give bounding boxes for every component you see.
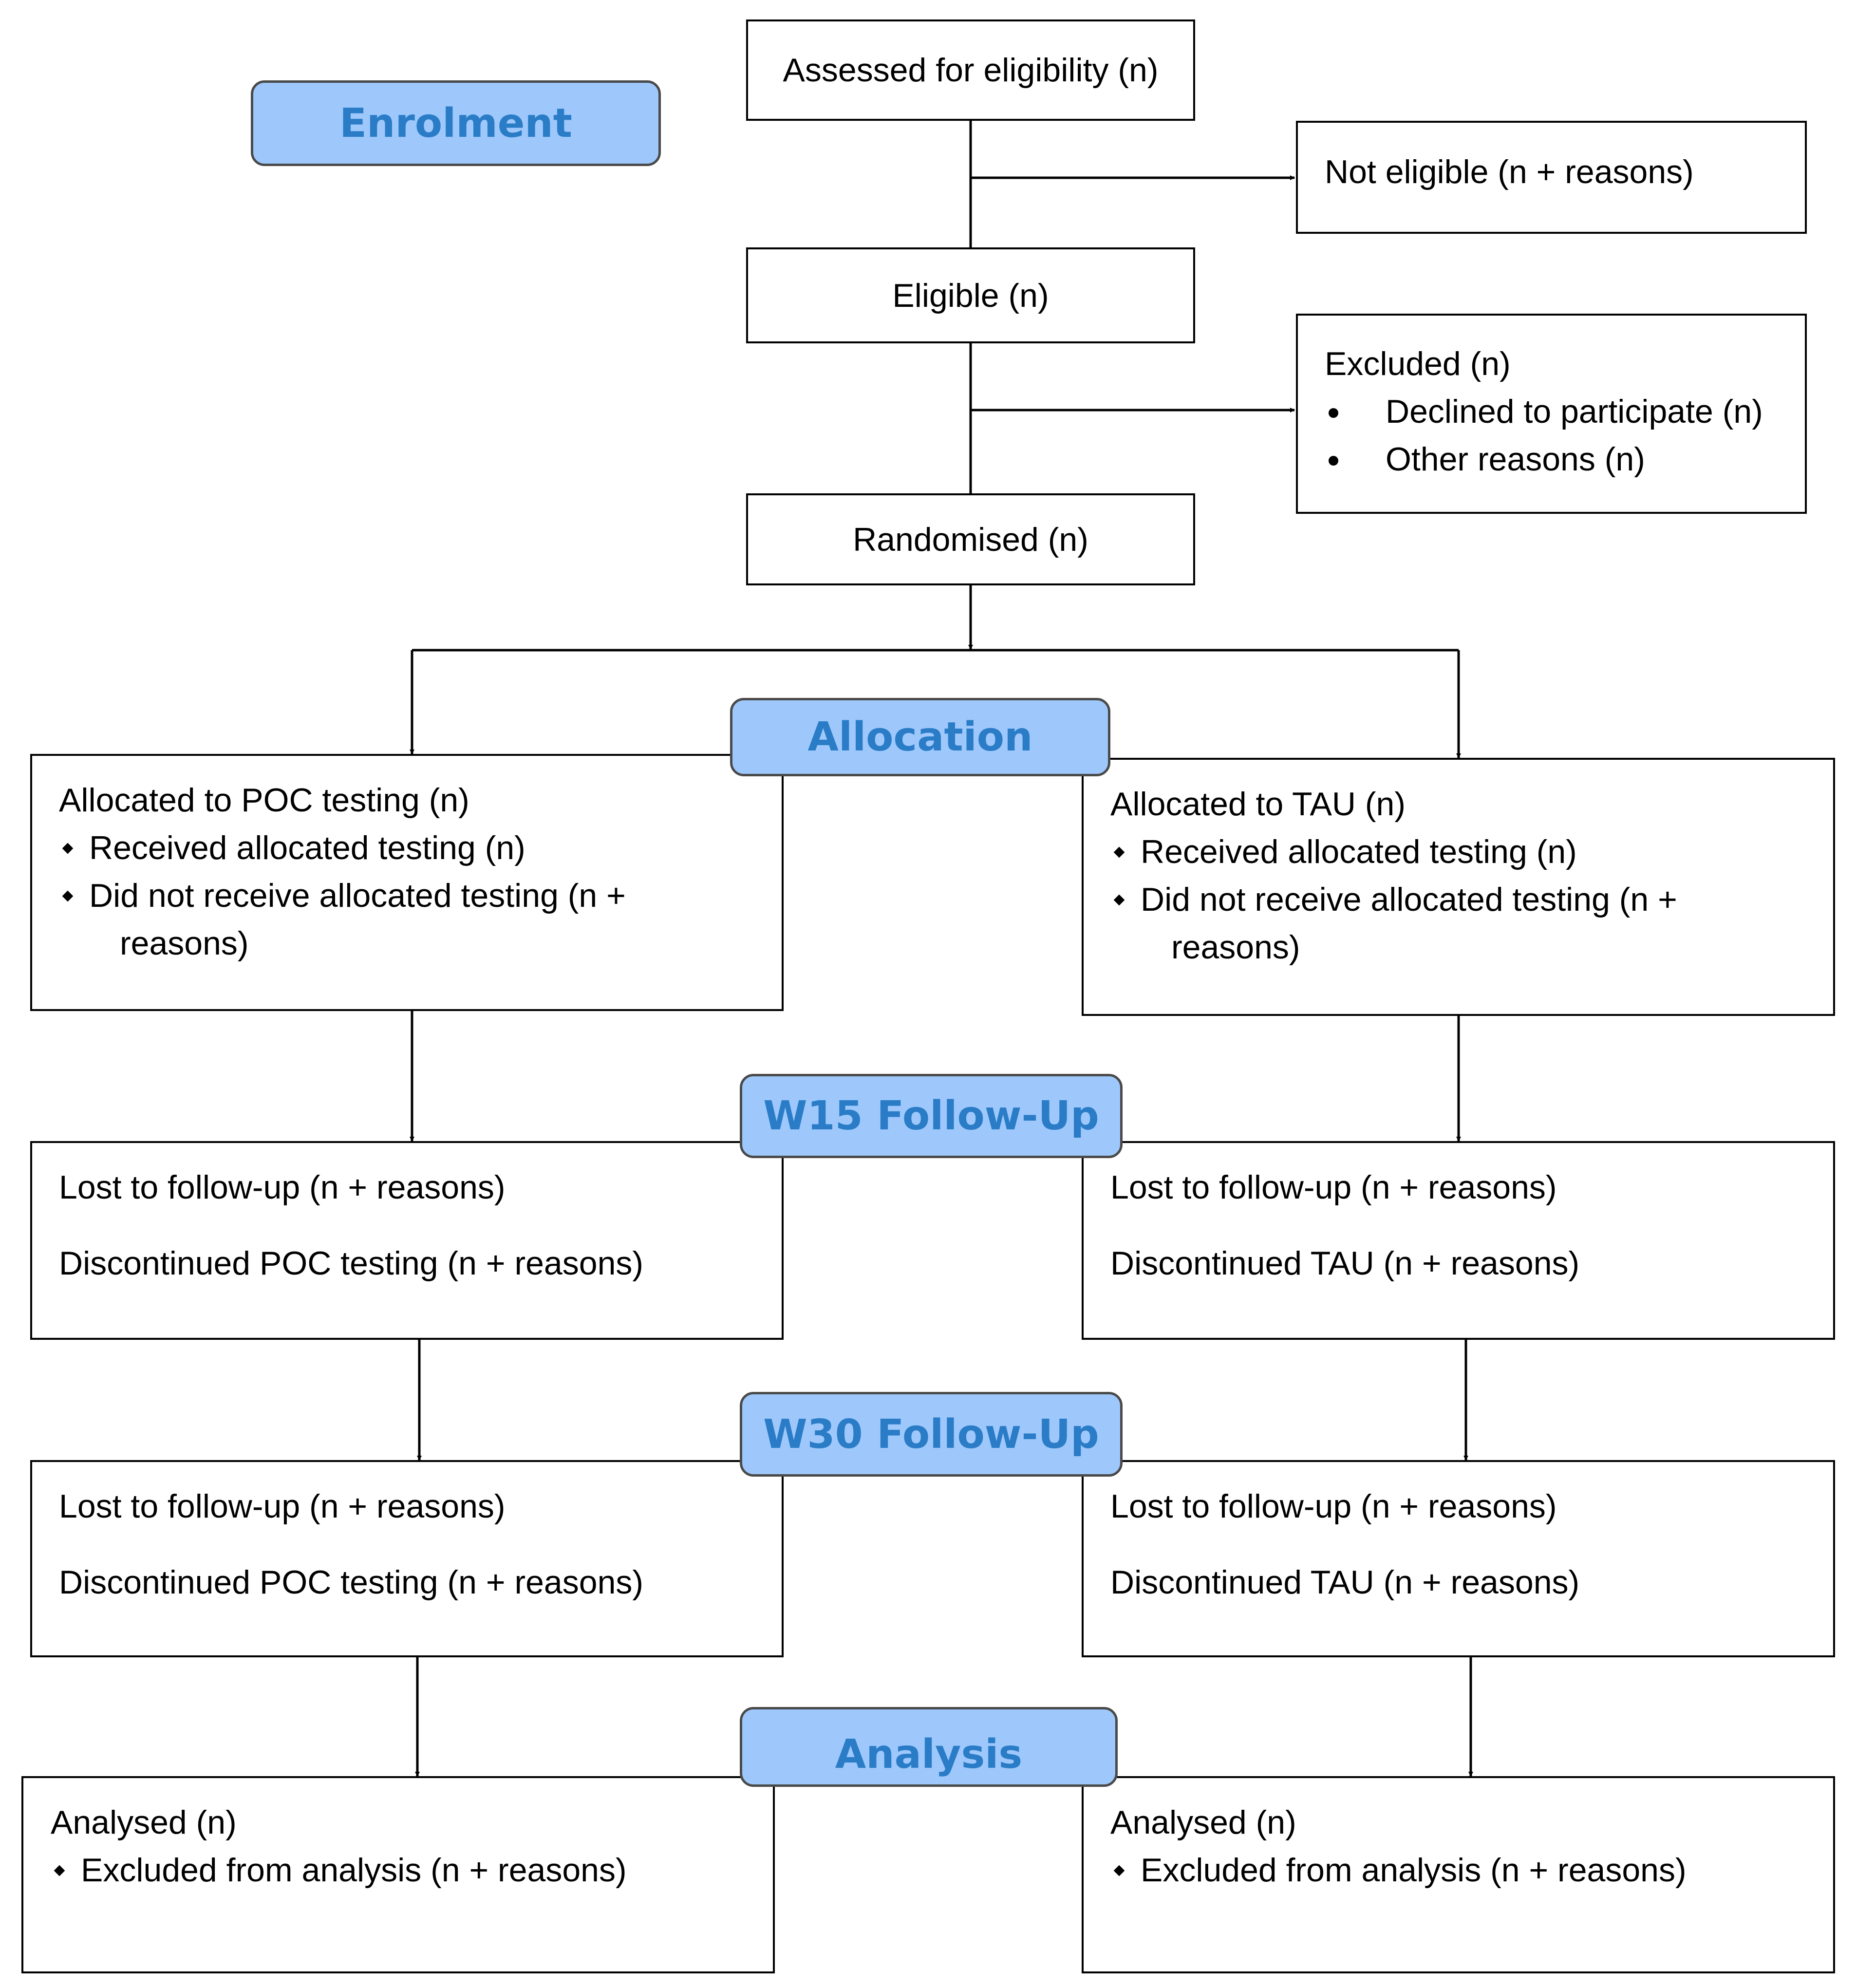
w15-lost: Lost to follow-up (n + reasons) [1110, 1169, 1557, 1206]
analysis-excluded: Excluded from analysis (n + reasons) [51, 1846, 773, 1894]
allocated-not-received-cont: reasons) [1171, 929, 1300, 966]
analysis-excluded: Excluded from analysis (n + reasons) [1110, 1846, 1833, 1894]
w15-lost: Lost to follow-up (n + reasons) [59, 1169, 506, 1206]
allocated-not-received: Did not receive allocated testing (n + [1110, 876, 1833, 923]
box-w15-tau: Lost to follow-up (n + reasons) Disconti… [1082, 1141, 1835, 1340]
excluded-item: Other reasons (n) [1325, 435, 1805, 483]
stage-label-w15: W15 Follow-Up [740, 1074, 1123, 1158]
box-w30-poc: Lost to follow-up (n + reasons) Disconti… [30, 1460, 784, 1657]
box-allocated-poc: Allocated to POC testing (n) Received al… [30, 754, 784, 1011]
randomised-text: Randomised (n) [853, 521, 1088, 558]
stage-label-w30: W30 Follow-Up [740, 1392, 1123, 1477]
w30-lost: Lost to follow-up (n + reasons) [59, 1488, 506, 1525]
box-w30-tau: Lost to follow-up (n + reasons) Disconti… [1082, 1460, 1835, 1657]
allocated-not-received-cont: reasons) [120, 925, 249, 962]
w30-discontinued: Discontinued POC testing (n + reasons) [59, 1564, 644, 1601]
eligible-text: Eligible (n) [892, 277, 1049, 314]
box-randomised: Randomised (n) [746, 493, 1195, 585]
stage-label-enrolment: Enrolment [251, 80, 661, 166]
box-w15-poc: Lost to follow-up (n + reasons) Disconti… [30, 1141, 784, 1340]
excluded-item: Declined to participate (n) [1325, 388, 1805, 435]
excluded-title: Excluded (n) [1325, 345, 1511, 382]
stage-label-allocation: Allocation [730, 698, 1110, 776]
allocated-title: Allocated to POC testing (n) [59, 782, 469, 819]
w30-discontinued: Discontinued TAU (n + reasons) [1110, 1564, 1580, 1601]
not-eligible-text: Not eligible (n + reasons) [1325, 153, 1694, 190]
allocated-title: Allocated to TAU (n) [1110, 786, 1406, 823]
w15-discontinued: Discontinued TAU (n + reasons) [1110, 1245, 1580, 1282]
stage-label-analysis: Analysis [740, 1707, 1118, 1787]
box-allocated-tau: Allocated to TAU (n) Received allocated … [1082, 758, 1835, 1016]
box-excluded: Excluded (n) Declined to participate (n)… [1296, 314, 1807, 514]
box-analysis-poc: Analysed (n) Excluded from analysis (n +… [21, 1776, 775, 1973]
box-assessed: Assessed for eligibility (n) [746, 19, 1195, 121]
analysis-analysed: Analysed (n) [1110, 1804, 1296, 1841]
allocated-received: Received allocated testing (n) [1110, 828, 1833, 876]
allocated-not-received: Did not receive allocated testing (n + [59, 872, 782, 919]
w30-lost: Lost to follow-up (n + reasons) [1110, 1488, 1557, 1525]
w15-discontinued: Discontinued POC testing (n + reasons) [59, 1245, 644, 1282]
assessed-text: Assessed for eligibility (n) [783, 52, 1159, 89]
analysis-analysed: Analysed (n) [51, 1804, 237, 1841]
box-analysis-tau: Analysed (n) Excluded from analysis (n +… [1082, 1776, 1835, 1973]
box-eligible: Eligible (n) [746, 247, 1195, 343]
box-not-eligible: Not eligible (n + reasons) [1296, 121, 1807, 234]
allocated-received: Received allocated testing (n) [59, 824, 782, 872]
